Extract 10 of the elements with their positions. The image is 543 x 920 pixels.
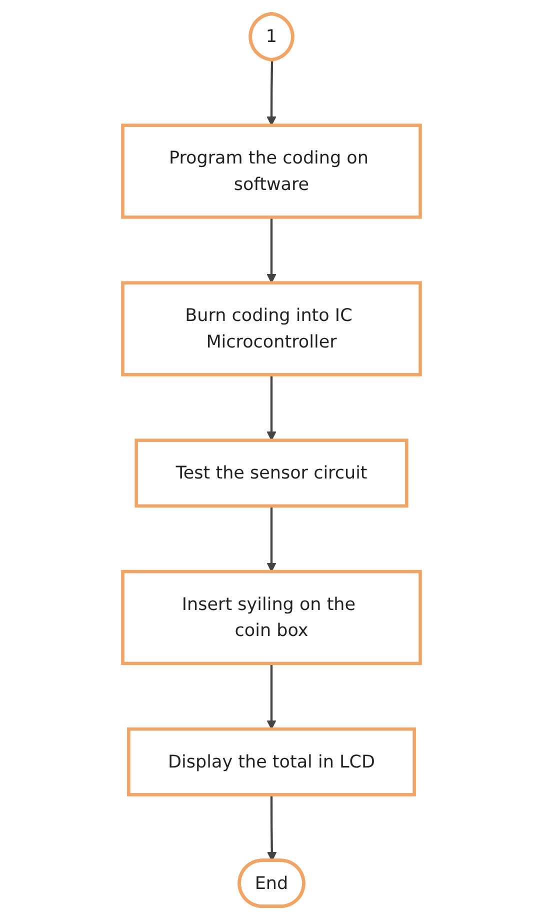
arrow — [266, 217, 276, 284]
node-box: Insert syiling on the coin box — [121, 570, 422, 666]
node-box: Burn coding into IC Microcontroller — [121, 281, 422, 376]
node-box: Test the sensor circuit — [134, 438, 408, 508]
node-box: Program the coding on software — [121, 124, 422, 219]
arrow — [266, 374, 276, 441]
node-box: Display the total in LCD — [127, 727, 416, 796]
arrow — [266, 60, 276, 126]
arrow — [266, 663, 276, 730]
arrow — [266, 506, 276, 572]
